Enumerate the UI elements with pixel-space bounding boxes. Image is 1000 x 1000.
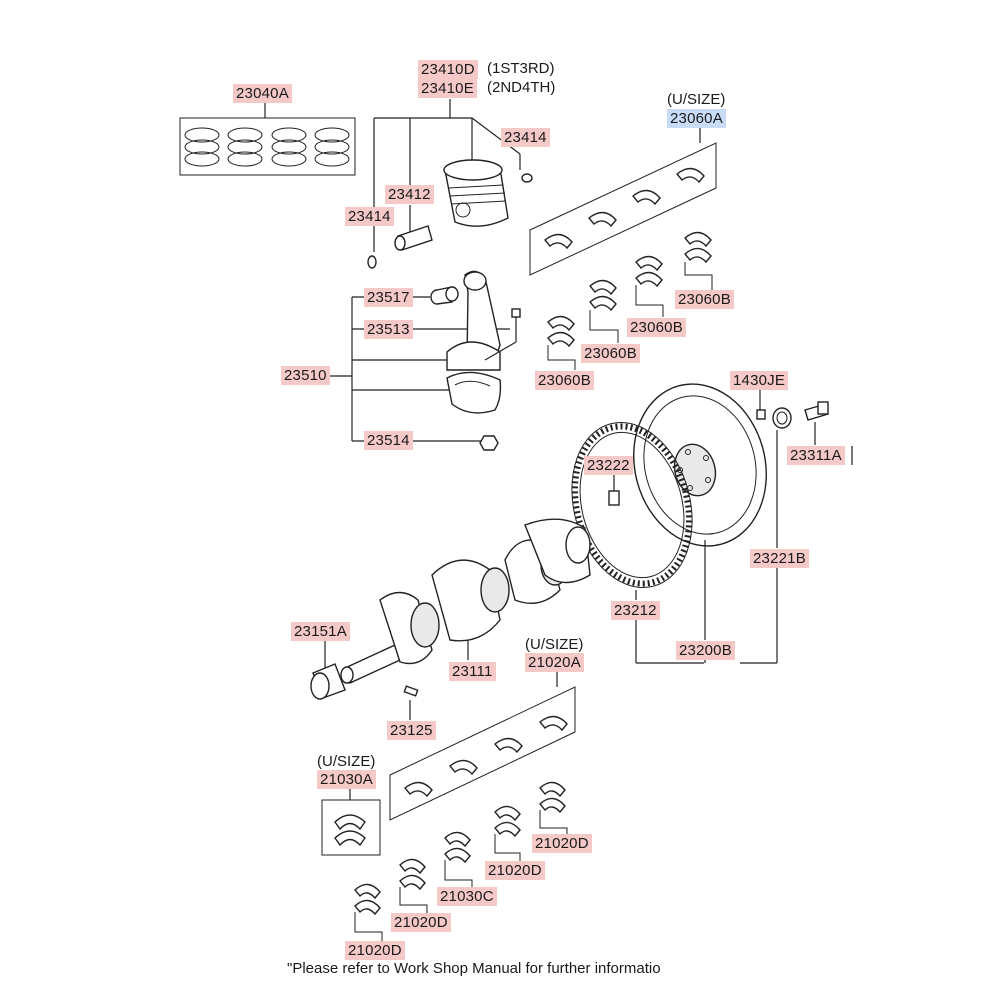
callout-23040A[interactable]: 23040A (233, 84, 292, 103)
callout-23125[interactable]: 23125 (387, 721, 436, 740)
callout-21020A[interactable]: 21020A (525, 653, 584, 672)
callout-23517[interactable]: 23517 (364, 288, 413, 307)
callout-23060A[interactable]: 23060A (667, 109, 726, 128)
thrust-bearing-set (321, 788, 381, 856)
note-1st3rd: (1ST3RD) (487, 60, 555, 77)
note-usize-top: (U/SIZE) (667, 91, 726, 108)
conrod-bearing-set-upper (529, 128, 717, 276)
connecting-rod-assembly (330, 270, 521, 451)
callout-23212[interactable]: 23212 (611, 601, 660, 620)
note-usize-mid: (U/SIZE) (525, 636, 584, 653)
callout-21020D-4[interactable]: 21020D (345, 941, 405, 960)
crankshaft (310, 518, 591, 720)
callout-23510[interactable]: 23510 (281, 366, 330, 385)
callout-23060B-1[interactable]: 23060B (675, 290, 734, 309)
callout-23410E[interactable]: 23410E (418, 79, 477, 98)
callout-23410D[interactable]: 23410D (418, 60, 478, 79)
main-bearing-set-upper (389, 672, 576, 821)
callout-23060B-4[interactable]: 23060B (535, 371, 594, 390)
footer-note: "Please refer to Work Shop Manual for fu… (287, 960, 661, 977)
conrod-bearings-individual (547, 231, 713, 370)
callout-23221B[interactable]: 23221B (750, 549, 809, 568)
callout-23222[interactable]: 23222 (584, 456, 633, 475)
callout-23060B-3[interactable]: 23060B (581, 344, 640, 363)
callout-23514[interactable]: 23514 (364, 431, 413, 450)
flywheel-assembly (571, 383, 853, 664)
callout-23414-left[interactable]: 23414 (345, 207, 394, 226)
note-2nd4th: (2ND4TH) (487, 79, 556, 96)
callout-21020D-2[interactable]: 21020D (485, 861, 545, 880)
callout-23200B[interactable]: 23200B (676, 641, 735, 660)
callout-23311A[interactable]: 23311A (787, 446, 845, 465)
callout-23414-top[interactable]: 23414 (501, 128, 550, 147)
callout-21020D-1[interactable]: 21020D (532, 834, 592, 853)
callout-23111[interactable]: 23111 (449, 662, 496, 681)
piston-assembly (367, 99, 533, 269)
callout-21030C[interactable]: 21030C (437, 887, 497, 906)
callout-23151A[interactable]: 23151A (291, 622, 350, 641)
main-bearings-individual (354, 781, 568, 942)
callout-21030A[interactable]: 21030A (317, 770, 376, 789)
callout-23513[interactable]: 23513 (364, 320, 413, 339)
callout-23412[interactable]: 23412 (385, 185, 434, 204)
callout-21020D-3[interactable]: 21020D (391, 913, 451, 932)
piston-rings-set (179, 103, 356, 176)
callout-23060B-2[interactable]: 23060B (627, 318, 686, 337)
callout-1430JE[interactable]: 1430JE (730, 371, 789, 390)
note-usize-left: (U/SIZE) (317, 753, 376, 770)
